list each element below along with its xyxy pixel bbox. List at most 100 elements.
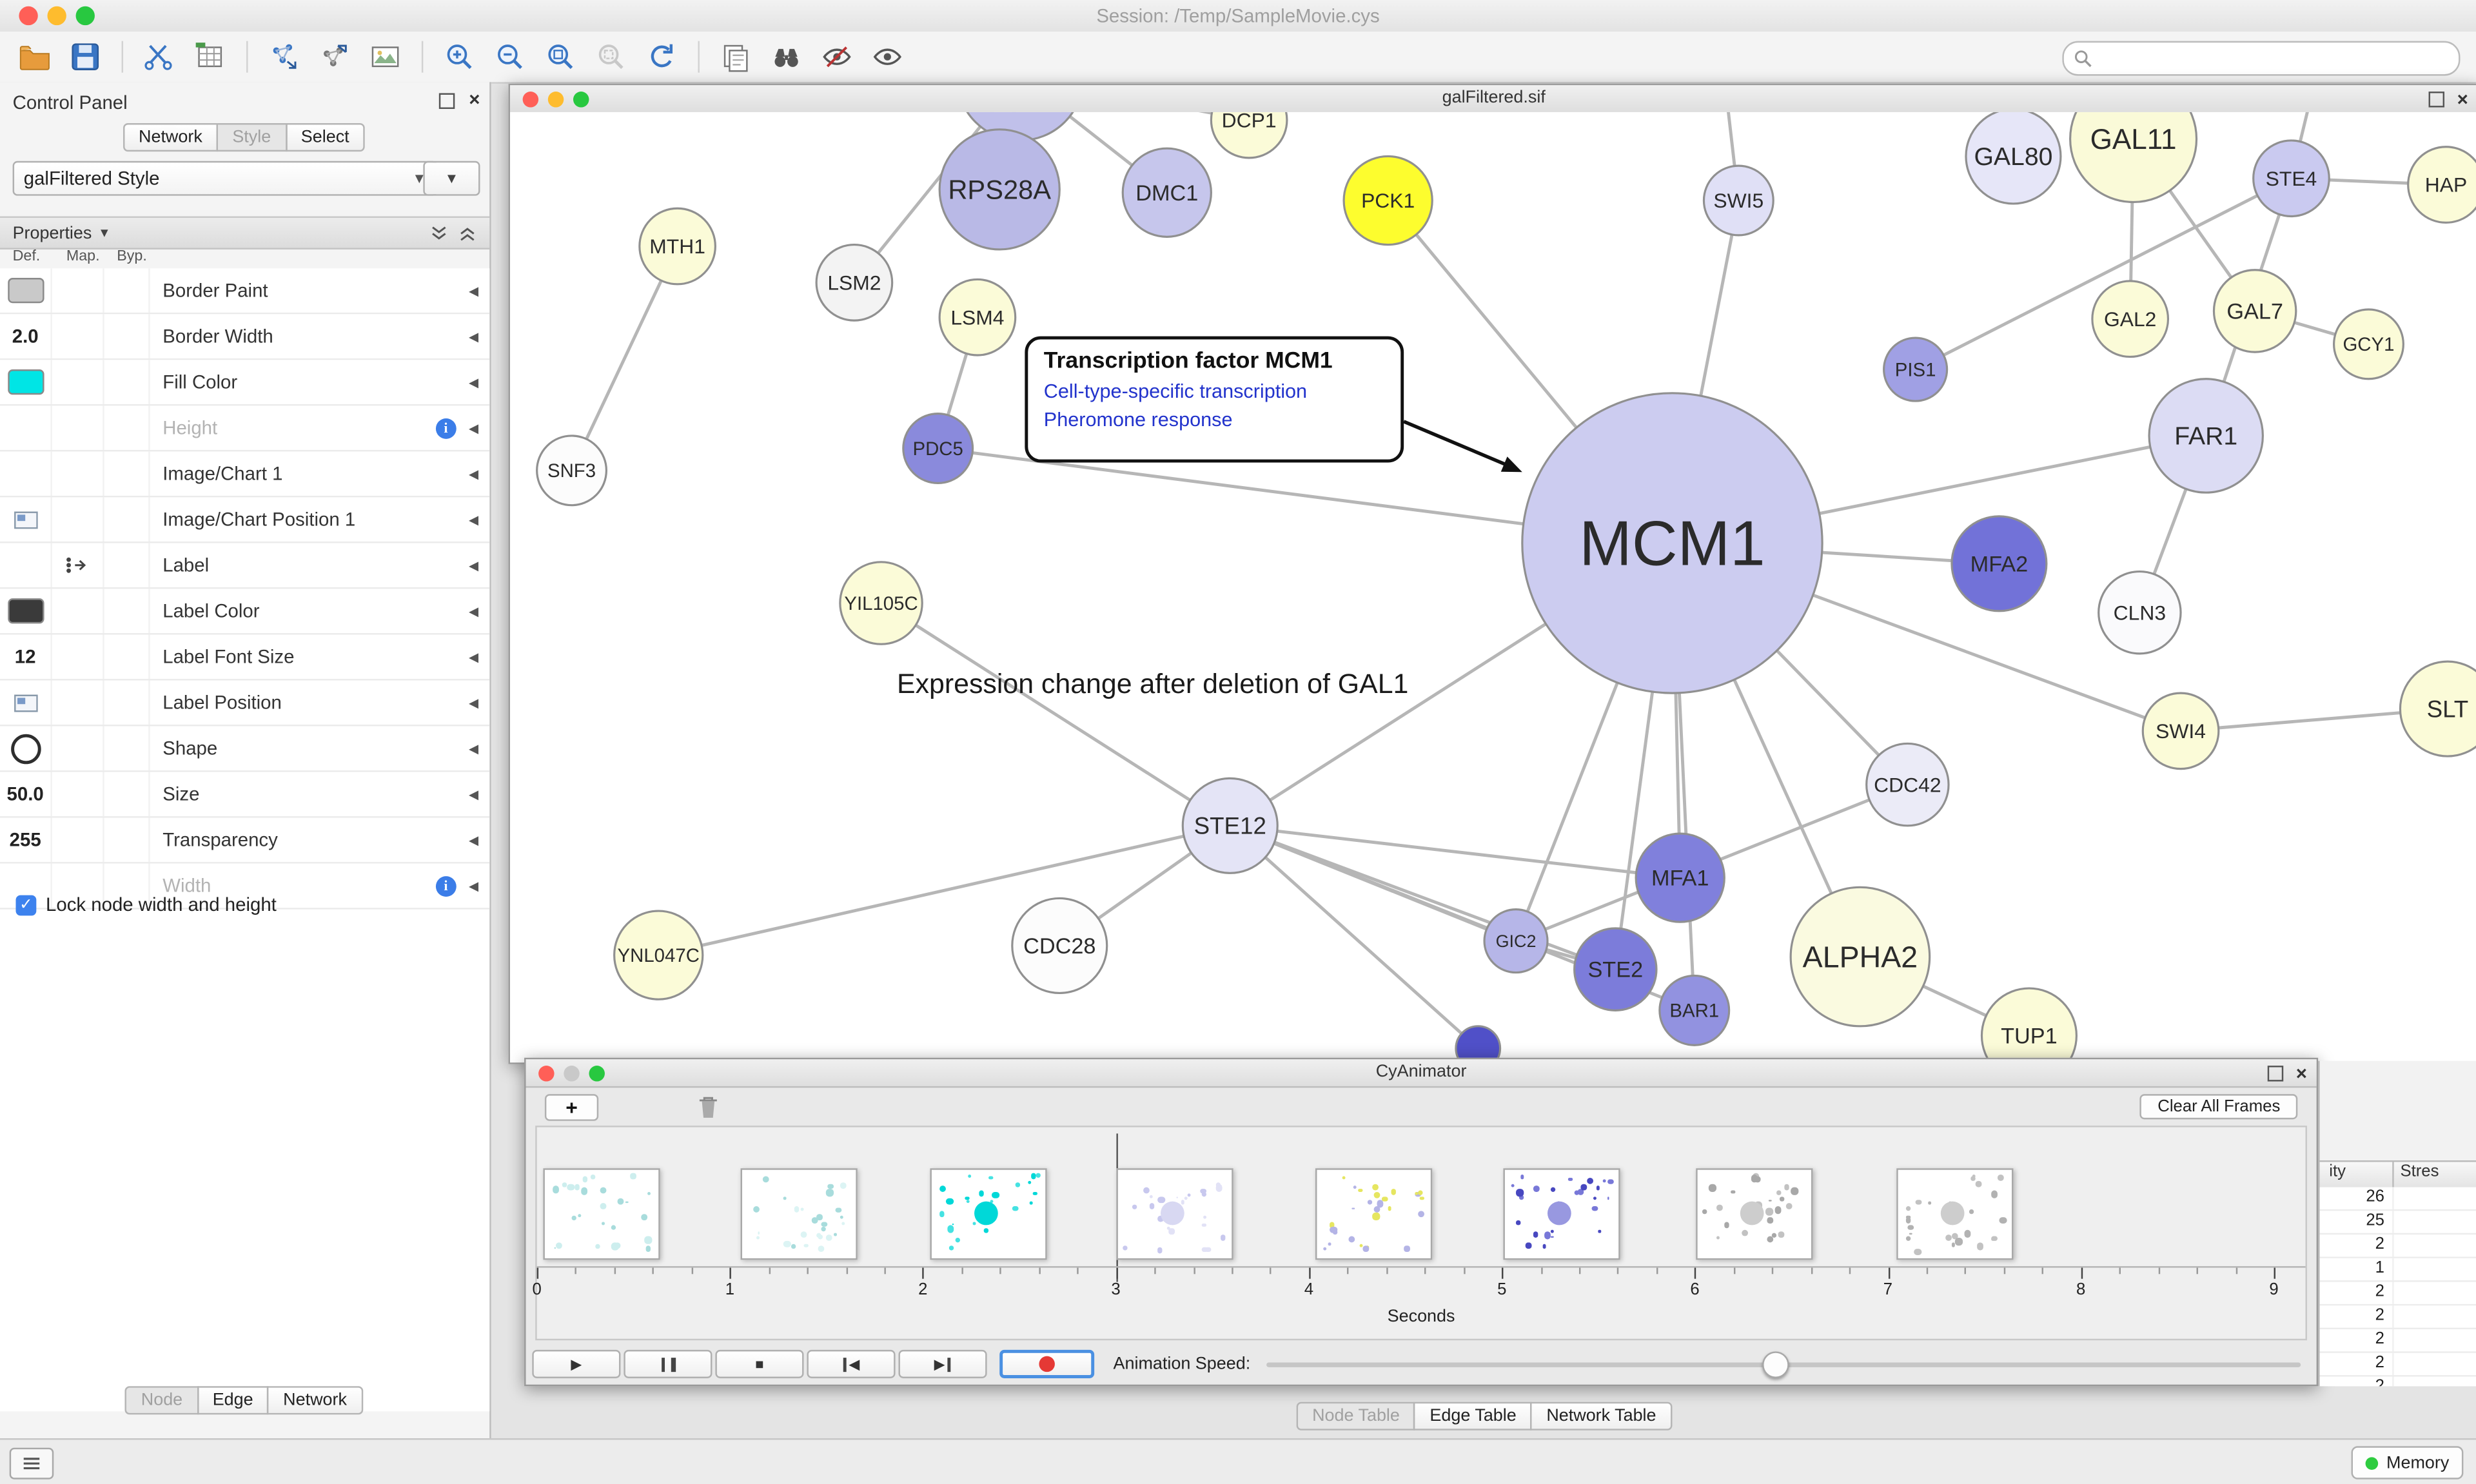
network-node-MTH1[interactable] — [638, 207, 716, 286]
network-node-ALPHA2[interactable] — [1789, 886, 1931, 1028]
default-value[interactable]: 50.0 — [6, 783, 44, 805]
stop-button[interactable]: ■ — [715, 1349, 804, 1378]
style-select[interactable]: galFiltered Style ▼ — [12, 161, 438, 196]
import-network-button[interactable] — [262, 36, 307, 77]
tab-edge[interactable]: Edge — [197, 1386, 270, 1415]
network-edge[interactable] — [1229, 824, 1479, 1050]
destroy-network-button[interactable] — [137, 36, 182, 77]
annotation-clipboard-button[interactable] — [714, 36, 758, 77]
network-node-TUP1[interactable] — [1980, 987, 2078, 1063]
tab-edge-table[interactable]: Edge Table — [1413, 1401, 1533, 1430]
expand-row-arrow-icon[interactable]: ◀ — [468, 466, 479, 481]
close-animator-icon[interactable]: × — [2295, 1062, 2307, 1085]
expand-row-arrow-icon[interactable]: ◀ — [468, 832, 479, 847]
property-row-label-color[interactable]: Label Color◀ — [0, 589, 490, 635]
default-value[interactable]: 2.0 — [12, 325, 39, 347]
zoom-fit-button[interactable] — [538, 36, 583, 77]
network-node-GAL7[interactable] — [2212, 269, 2297, 353]
tab-style[interactable]: Style — [216, 123, 287, 152]
style-options-button[interactable]: ▼ — [423, 161, 480, 196]
expand-row-arrow-icon[interactable]: ◀ — [468, 603, 479, 618]
show-all-button[interactable] — [865, 36, 910, 77]
float-animator-icon[interactable] — [2267, 1066, 2284, 1082]
network-node-FAR1[interactable] — [2148, 378, 2264, 494]
network-node-LSM2[interactable] — [815, 244, 894, 322]
export-network-button[interactable] — [313, 36, 357, 77]
network-node-MCM1[interactable] — [1521, 392, 1823, 694]
network-node-STE12[interactable] — [1181, 777, 1279, 874]
network-node-DCP1[interactable] — [1210, 112, 1288, 159]
network-edge[interactable] — [1230, 824, 1680, 880]
annotation-box[interactable]: Transcription factor MCM1 Cell-type-spec… — [1025, 336, 1404, 463]
network-node-SWI5[interactable] — [1702, 164, 1774, 237]
network-node-GIC2[interactable] — [1483, 908, 1549, 974]
save-session-button[interactable] — [63, 36, 108, 77]
network-node-DMC1[interactable] — [1121, 147, 1212, 238]
expand-row-arrow-icon[interactable]: ◀ — [468, 329, 479, 344]
memory-button[interactable]: Memory — [2352, 1446, 2464, 1479]
color-swatch[interactable] — [7, 278, 44, 304]
animation-speed-slider[interactable] — [1266, 1350, 2301, 1378]
expand-row-arrow-icon[interactable]: ◀ — [468, 512, 479, 527]
minimize-animator-button[interactable] — [564, 1066, 580, 1082]
position-icon[interactable] — [13, 511, 37, 529]
property-row-shape[interactable]: Shape◀ — [0, 726, 490, 772]
import-table-button[interactable] — [188, 36, 232, 77]
network-window-titlebar[interactable]: galFiltered.sif × — [510, 85, 2476, 114]
panel-menu-button[interactable] — [9, 1447, 54, 1479]
frame-thumbnail-7[interactable] — [1696, 1168, 1813, 1260]
checkbox-checked-icon[interactable]: ✓ — [15, 894, 37, 915]
frame-thumbnail-4[interactable] — [1116, 1168, 1233, 1260]
float-panel-icon[interactable] — [438, 93, 455, 109]
tab-network-table[interactable]: Network Table — [1530, 1401, 1673, 1430]
pause-button[interactable] — [624, 1349, 712, 1378]
network-edge[interactable] — [570, 245, 679, 471]
tab-network[interactable]: Network — [123, 123, 219, 152]
expand-row-arrow-icon[interactable]: ◀ — [468, 786, 479, 801]
add-frame-button[interactable]: + — [544, 1093, 599, 1120]
expand-row-arrow-icon[interactable]: ◀ — [468, 878, 479, 893]
expand-row-arrow-icon[interactable]: ◀ — [468, 741, 479, 756]
network-node-MFA2[interactable] — [1950, 515, 2048, 612]
table-row[interactable]: 2 — [2319, 1329, 2476, 1353]
refresh-view-button[interactable] — [640, 36, 684, 77]
network-node-YNL047C[interactable] — [613, 910, 704, 1001]
expand-row-arrow-icon[interactable]: ◀ — [468, 695, 479, 710]
property-row-border-paint[interactable]: Border Paint◀ — [0, 268, 490, 315]
zoom-view-button[interactable] — [573, 92, 589, 108]
properties-header[interactable]: Properties ▼ — [0, 216, 490, 249]
zoom-window-button[interactable] — [75, 6, 95, 26]
network-node-STE4[interactable] — [2252, 139, 2330, 218]
cyanimator-titlebar[interactable]: CyAnimator × — [526, 1059, 2317, 1088]
close-view-icon[interactable]: × — [2457, 88, 2468, 111]
slider-handle[interactable] — [1762, 1351, 1789, 1378]
tab-node-table[interactable]: Node Table — [1296, 1401, 1416, 1430]
network-node-CDC28[interactable] — [1011, 897, 1108, 995]
network-edge[interactable] — [1914, 177, 2292, 371]
table-row[interactable]: 25 — [2319, 1211, 2476, 1235]
frame-thumbnail-6[interactable] — [1503, 1168, 1620, 1260]
table-row[interactable]: 2 — [2319, 1376, 2476, 1387]
lock-size-row[interactable]: ✓ Lock node width and height — [15, 893, 277, 915]
property-row-fill-color[interactable]: Fill Color◀ — [0, 360, 490, 406]
frame-thumbnail-1[interactable] — [543, 1168, 660, 1260]
frame-thumbnail-5[interactable] — [1315, 1168, 1433, 1260]
network-edge[interactable] — [880, 601, 1232, 827]
table-row[interactable]: 2 — [2319, 1282, 2476, 1306]
annotation-link-2[interactable]: Pheromone response — [1043, 409, 1233, 431]
network-node-PDC5[interactable] — [902, 413, 974, 484]
network-edge[interactable] — [1710, 112, 1740, 201]
close-animator-button[interactable] — [538, 1066, 555, 1082]
table-header-stres[interactable]: Stres — [2392, 1162, 2476, 1187]
network-node-PIS1[interactable] — [1883, 337, 1949, 402]
color-swatch[interactable] — [7, 598, 44, 624]
position-icon[interactable] — [13, 694, 37, 712]
